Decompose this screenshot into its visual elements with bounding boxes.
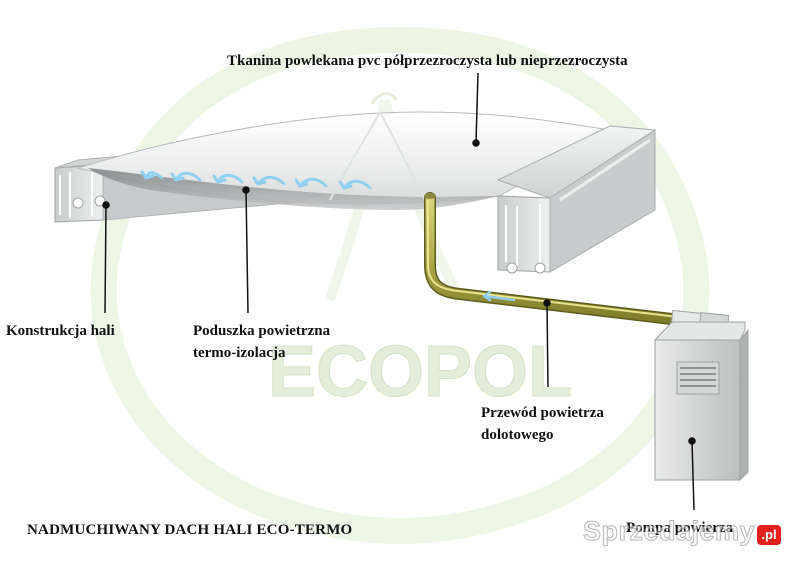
- leader-construction: [104, 204, 107, 314]
- label-cushion-line2: termo-izolacja: [193, 345, 286, 361]
- label-fabric: Tkanina powlekana pvc półprzezroczysta l…: [227, 53, 628, 69]
- leader-cushion: [245, 189, 249, 314]
- label-duct-line2: dolotowego: [481, 427, 554, 443]
- watermark-logo-text: ECOPOL: [268, 332, 572, 412]
- label-cushion: Poduszka powietrzna termo-izolacja: [193, 320, 330, 364]
- label-cushion-line1: Poduszka powietrzna: [193, 323, 331, 339]
- label-construction: Konstrukcja hali: [6, 323, 115, 339]
- label-duct: Przewód powietrza dolotowego: [481, 402, 604, 446]
- site-watermark-text: Sprzedajemy: [582, 516, 756, 547]
- leader-fabric: [475, 72, 479, 144]
- watermark-curl: [370, 92, 398, 105]
- pipe-flow-arrow-icon: [482, 290, 516, 302]
- airflow-arrows: [140, 170, 372, 190]
- pump-vent-grille: [676, 361, 720, 395]
- leader-pump: [691, 440, 695, 511]
- leader-duct: [546, 302, 549, 388]
- diagram-title: NADMUCHIWANY DACH HALI ECO-TERMO: [27, 522, 353, 538]
- site-watermark-badge: .pl: [757, 525, 781, 545]
- label-duct-line1: Przewód powietrza: [481, 405, 604, 421]
- right-frame-rail: [496, 125, 657, 274]
- leader-lines: [102, 72, 696, 511]
- air-pump-unit: [653, 321, 749, 482]
- label-pump: Pompa powierza: [626, 520, 734, 536]
- fabric-cushion: [76, 111, 612, 210]
